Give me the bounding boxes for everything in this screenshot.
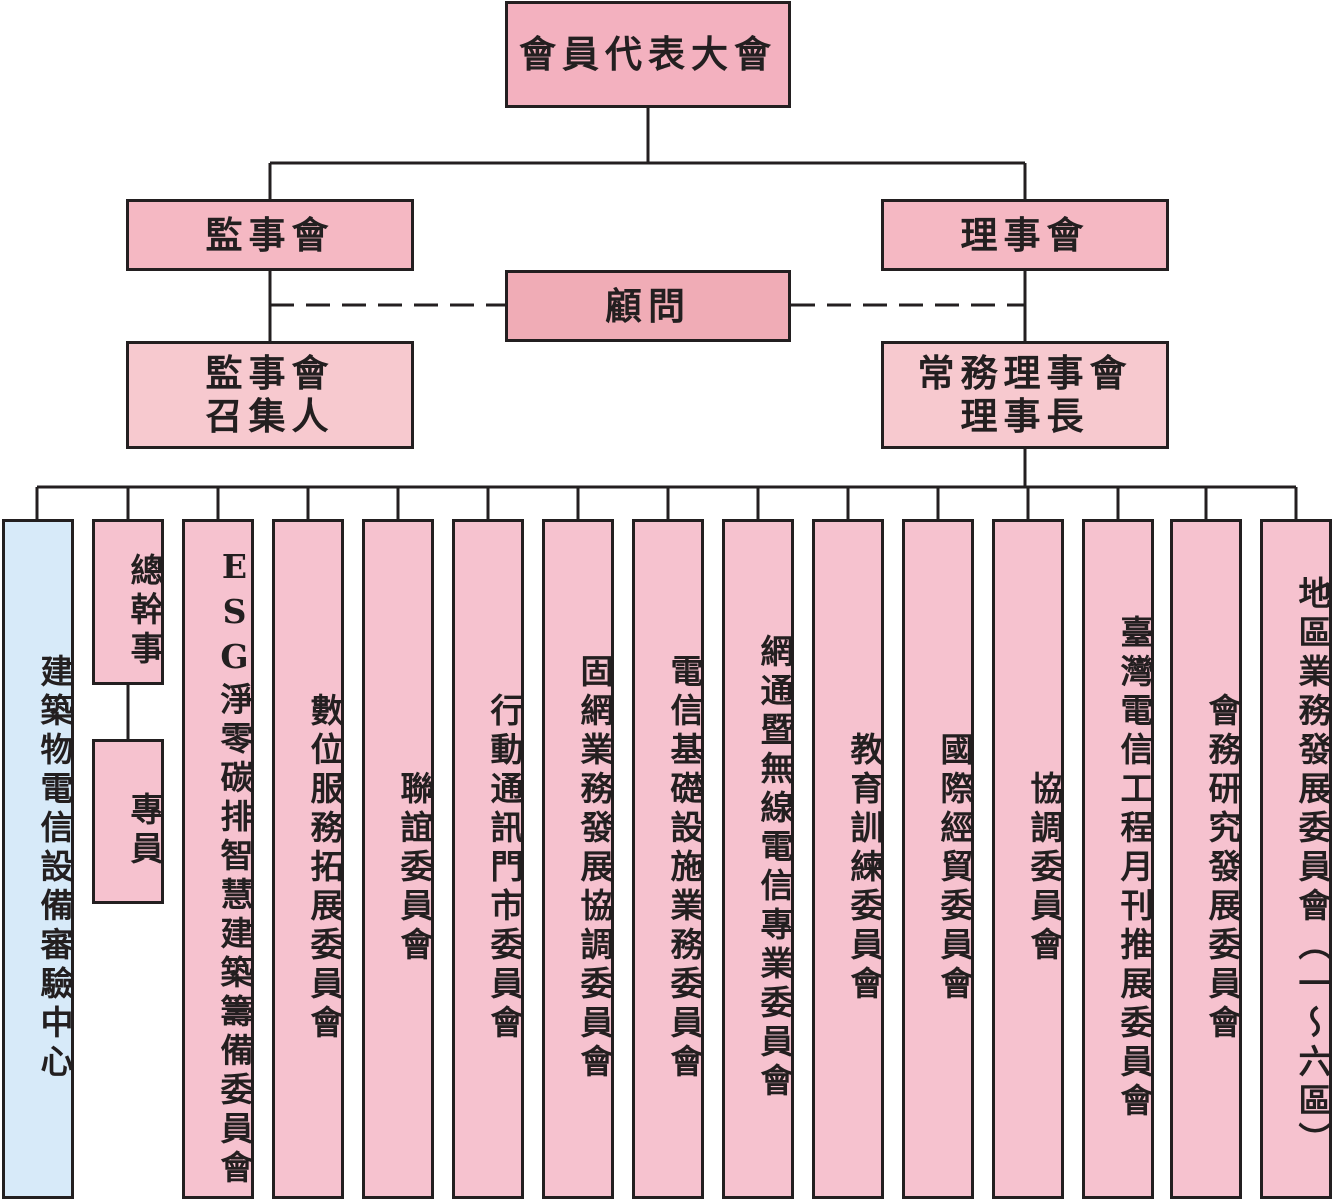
general-assembly-label: 會員代表大會: [519, 32, 777, 76]
unit-label: 會務研究發展委員會: [1203, 692, 1242, 1044]
unit-label: 網通暨無線電信專業委員會: [755, 634, 794, 1102]
specialist-label: 專員: [125, 791, 164, 870]
unit-label: 聯誼委員會: [395, 770, 434, 966]
board-of-supervisors-label: 監事會: [205, 212, 335, 257]
board-of-directors-label: 理事會: [960, 212, 1090, 257]
unit-label: 建築物電信設備審驗中心: [35, 653, 74, 1083]
unit-label: 數位服務拓展委員會: [305, 692, 344, 1044]
unit-box: 會務研究發展委員會: [1170, 519, 1242, 1199]
secretary-general-box: 總幹事: [92, 519, 164, 685]
chairman-box: 常務理事會 理事長: [881, 341, 1169, 449]
unit-label: 教育訓練委員會: [845, 731, 884, 1005]
unit-box: 行動通訊門市委員會: [452, 519, 524, 1199]
unit-box: 臺灣電信工程月刊推展委員會: [1082, 519, 1154, 1199]
unit-label: 行動通訊門市委員會: [485, 692, 524, 1044]
unit-box: 聯誼委員會: [362, 519, 434, 1199]
unit-box: 地區業務發展委員會（一～六區）: [1260, 519, 1332, 1199]
unit-label: ESG淨零碳排智慧建築籌備委員會: [215, 547, 254, 1189]
advisor-label: 顧問: [605, 283, 691, 328]
board-of-directors-box: 理事會: [881, 199, 1169, 271]
unit-box: 協調委員會: [992, 519, 1064, 1199]
unit-label: 協調委員會: [1025, 770, 1064, 966]
specialist-box: 專員: [92, 739, 164, 904]
chairman-line-1: 常務理事會: [917, 351, 1133, 395]
unit-label: 國際經貿委員會: [935, 731, 974, 1005]
unit-box: 教育訓練委員會: [812, 519, 884, 1199]
unit-label: 固網業務發展協調委員會: [575, 653, 614, 1083]
general-assembly-box: 會員代表大會: [505, 1, 791, 108]
supervisors-convener-box: 監事會 召集人: [126, 341, 414, 449]
unit-box: 網通暨無線電信專業委員會: [722, 519, 794, 1199]
convener-line-1: 監事會: [205, 351, 335, 395]
unit-box: ESG淨零碳排智慧建築籌備委員會: [182, 519, 254, 1199]
unit-label: 地區業務發展委員會（一～六區）: [1293, 575, 1332, 1161]
unit-box: 電信基礎設施業務委員會: [632, 519, 704, 1199]
secretary-general-label: 總幹事: [125, 552, 164, 670]
unit-label: 電信基礎設施業務委員會: [665, 653, 704, 1083]
unit-box: 數位服務拓展委員會: [272, 519, 344, 1199]
convener-line-2: 召集人: [205, 394, 335, 438]
unit-label: 臺灣電信工程月刊推展委員會: [1115, 614, 1154, 1122]
chairman-line-2: 理事長: [960, 394, 1090, 438]
unit-box-center: 建築物電信設備審驗中心: [2, 519, 74, 1199]
board-of-supervisors-box: 監事會: [126, 199, 414, 271]
unit-box: 國際經貿委員會: [902, 519, 974, 1199]
unit-box: 固網業務發展協調委員會: [542, 519, 614, 1199]
advisor-box: 顧問: [505, 270, 791, 342]
